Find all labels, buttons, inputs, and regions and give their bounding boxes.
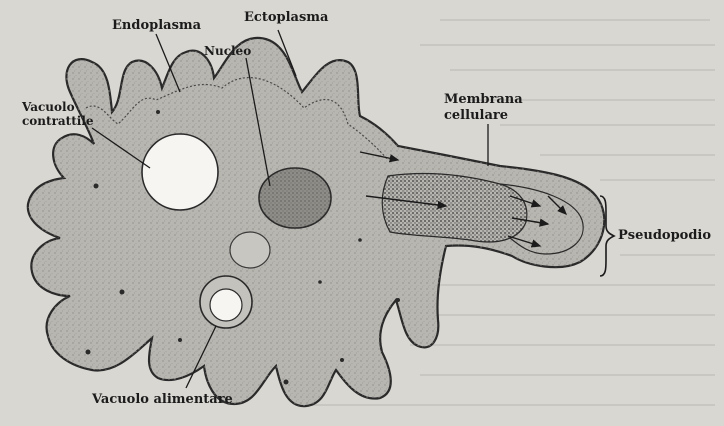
label-vacuolo-contrattile-2: contrattile [22, 114, 94, 129]
contractile-vacuole [142, 134, 218, 210]
label-vacuolo-contrattile-1: Vacuolo [22, 100, 75, 115]
label-membrana-1: Membrana [444, 92, 523, 107]
label-nucleo: Nucleo [204, 44, 251, 59]
food-vacuole-inner [210, 289, 242, 321]
nucleus-texture [259, 168, 331, 228]
small-vesicle [230, 232, 270, 268]
label-endoplasma: Endoplasma [112, 18, 201, 33]
label-vacuolo-alimentare: Vacuolo alimentare [92, 392, 233, 407]
label-pseudopodio: Pseudopodio [618, 228, 711, 243]
label-membrana-2: cellulare [444, 108, 508, 123]
label-ectoplasma: Ectoplasma [244, 10, 328, 25]
